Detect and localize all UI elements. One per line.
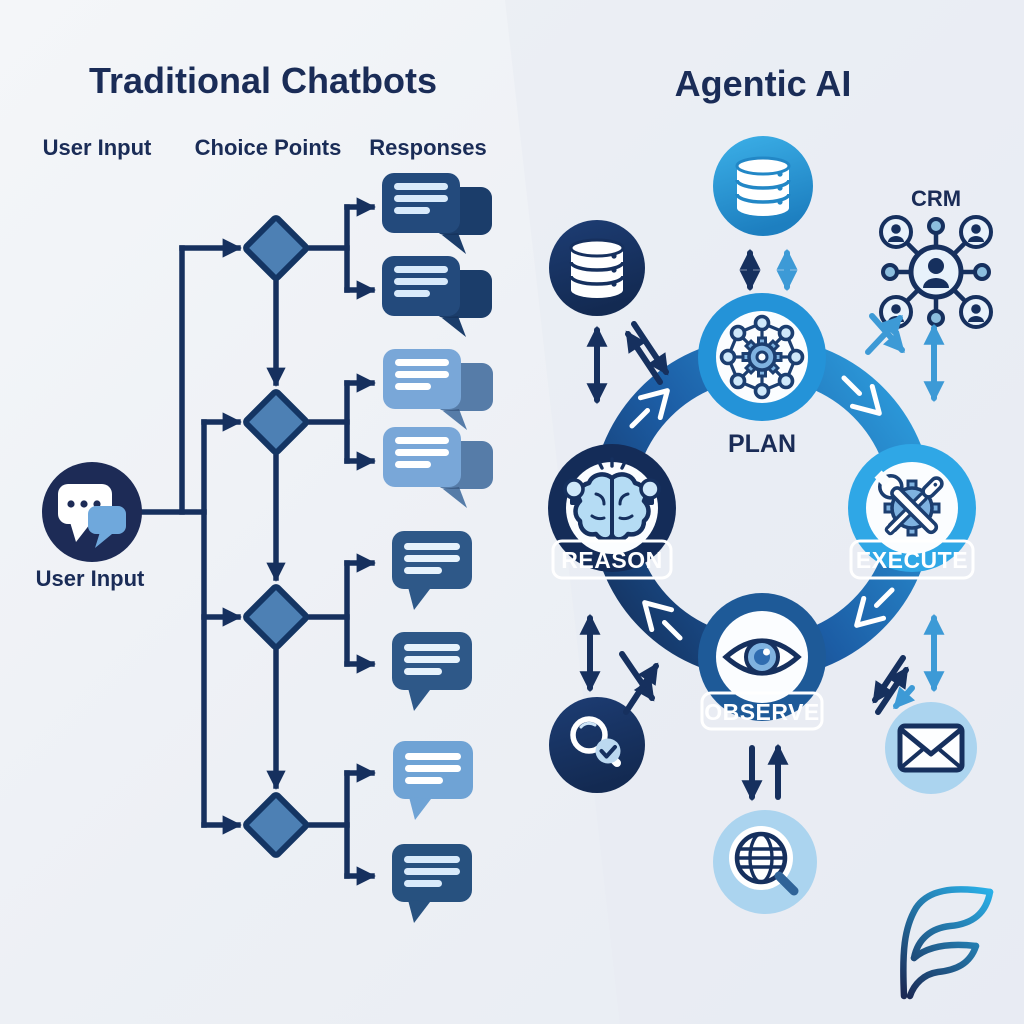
observe-node	[698, 593, 826, 721]
column-header-user-input: User Input	[43, 135, 152, 160]
db-plan-exchange-arrows	[739, 248, 798, 292]
verify-search-node	[549, 697, 645, 793]
cycle-arrow-execute-to-observe	[854, 587, 895, 628]
crm-exchange-arrows	[865, 313, 945, 403]
observe-web-exchange-arrows	[741, 743, 789, 802]
memory-reason-exchange-arrows	[586, 321, 669, 405]
reason-brain-icon	[563, 457, 661, 542]
decision-diamond	[243, 584, 309, 650]
column-header-responses: Responses	[369, 135, 486, 160]
observe-badge: OBSERVE	[700, 691, 824, 731]
decision-diamond	[243, 389, 309, 455]
database-icon	[737, 158, 789, 216]
observe-label: OBSERVE	[704, 699, 820, 725]
verify-reason-exchange-arrows	[579, 613, 659, 715]
right-panel-title: Agentic AI	[675, 63, 852, 104]
search-check-icon	[570, 716, 621, 767]
plan-gear-network-icon	[719, 314, 805, 400]
user-input-node	[42, 462, 142, 562]
brand-logo	[900, 886, 994, 1000]
cycle-arrow-plan-to-execute	[841, 375, 882, 416]
knowledge-database-node	[713, 136, 813, 236]
execute-label: EXECUTE	[856, 547, 968, 573]
left-panel: Traditional Chatbots User Input Choice P…	[36, 60, 493, 923]
reason-label: REASON	[561, 547, 662, 573]
web-search-node	[713, 810, 817, 914]
web-search-icon	[729, 826, 799, 896]
database-icon	[571, 240, 623, 298]
decision-diamond	[243, 215, 309, 281]
flowchart-connectors	[139, 197, 376, 886]
lightbulb-icon	[639, 478, 661, 505]
left-panel-title: Traditional Chatbots	[89, 60, 437, 101]
email-execute-exchange-arrows	[872, 613, 945, 715]
email-node	[885, 702, 977, 794]
plan-label: PLAN	[728, 430, 796, 458]
email-icon	[897, 723, 965, 773]
choice-point-diamonds	[243, 215, 309, 858]
cycle-arrow-reason-to-plan	[629, 388, 670, 429]
crm-label: CRM	[911, 186, 961, 211]
execute-badge: EXECUTE	[849, 539, 975, 580]
crm-network-icon	[879, 215, 993, 329]
decision-diamond	[243, 792, 309, 858]
reason-badge: REASON	[551, 539, 673, 580]
execute-tools-icon	[874, 470, 944, 537]
right-panel: Agentic AI	[548, 63, 994, 1000]
lightbulb-icon	[563, 478, 585, 505]
memory-database-node	[549, 220, 645, 316]
observe-eye-icon	[722, 638, 802, 676]
column-header-choice-points: Choice Points	[195, 135, 342, 160]
cycle-arrow-observe-to-reason	[642, 600, 683, 641]
user-input-label: User Input	[36, 566, 145, 591]
user-input-chat-icon	[58, 484, 126, 548]
plan-node	[698, 293, 826, 421]
